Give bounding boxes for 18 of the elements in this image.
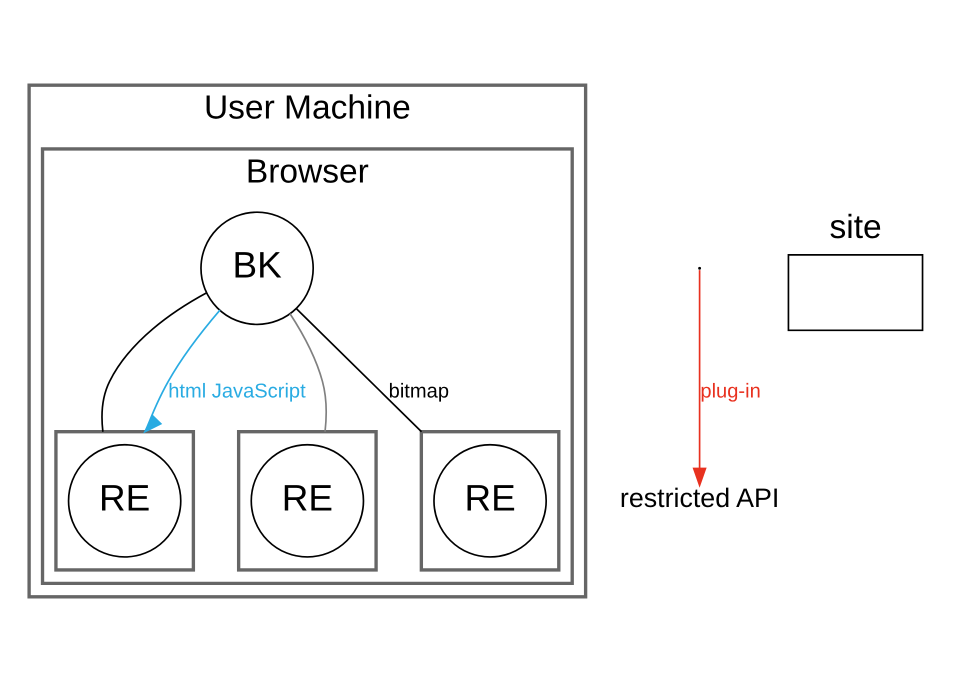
node-circle: RE (250, 443, 364, 558)
edge-label: bitmap (388, 380, 449, 402)
node-circle: BK (200, 210, 314, 325)
connector (288, 312, 327, 432)
arrow (692, 270, 706, 488)
node-circle: RE (432, 443, 547, 558)
connector (100, 292, 207, 432)
cluster (236, 430, 378, 572)
node-circle: RE (67, 443, 182, 558)
edge-label: html JavaScript (168, 380, 306, 402)
arrow (142, 309, 220, 434)
node-text: restricted API (619, 482, 779, 513)
connector (295, 307, 422, 432)
cluster (419, 430, 560, 572)
node-box (787, 254, 923, 331)
cluster (54, 430, 195, 572)
edge-label: plug-in (700, 380, 760, 402)
node-label: site (829, 208, 882, 246)
